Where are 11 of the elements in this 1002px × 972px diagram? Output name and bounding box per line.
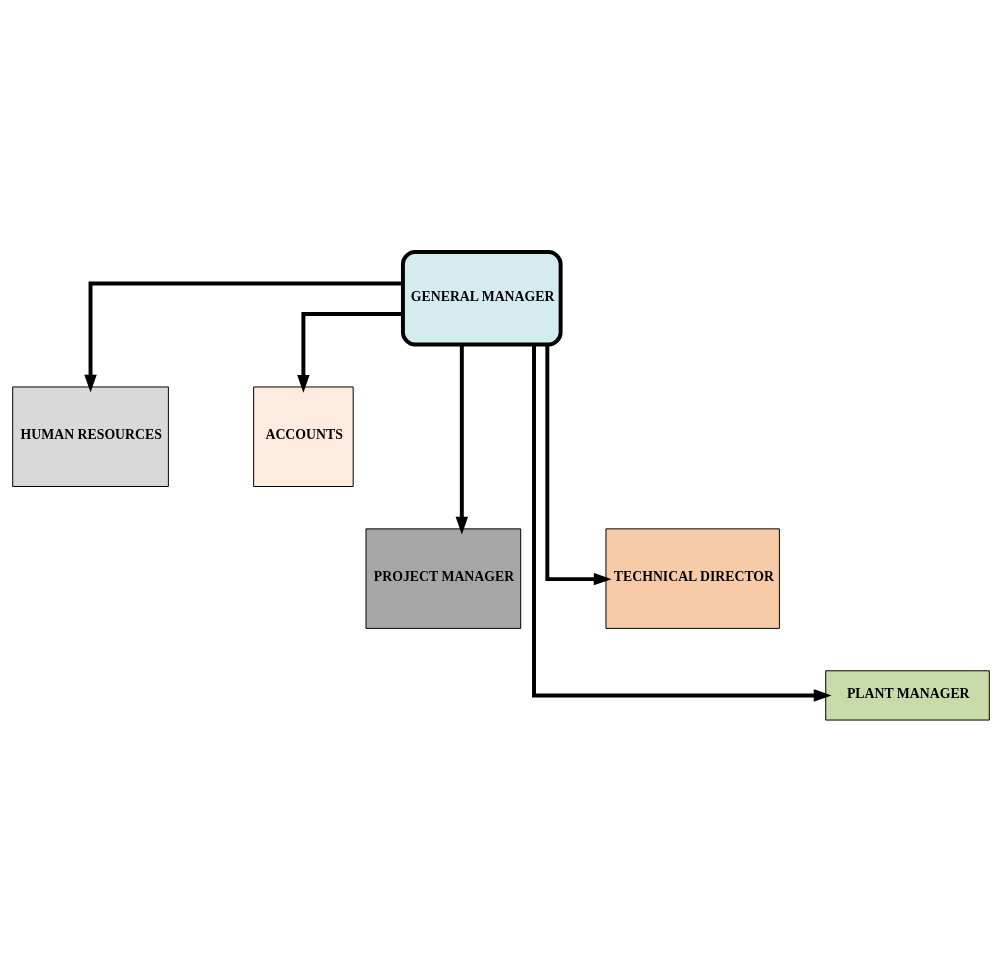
node-box: TECHNICAL DIRECTOR xyxy=(605,528,780,629)
node-box: HUMAN RESOURCES xyxy=(12,386,169,487)
node-box: PROJECT MANAGER xyxy=(365,528,522,629)
arrow xyxy=(455,344,469,535)
node-box: PLANT MANAGER xyxy=(825,670,990,721)
arrow xyxy=(297,312,403,393)
arrow xyxy=(545,344,612,586)
node-box: GENERAL MANAGER xyxy=(400,249,563,347)
arrow xyxy=(532,344,832,702)
node-box: ACCOUNTS xyxy=(253,386,354,487)
arrow xyxy=(84,281,403,393)
